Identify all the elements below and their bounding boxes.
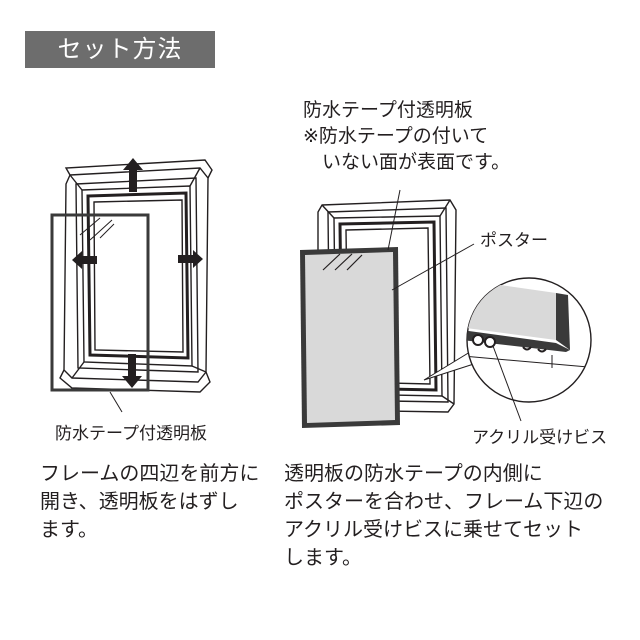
right-instruction-line: アクリル受けビスに乗せてセット	[284, 517, 583, 541]
callout-line: ※防水テープの付いて	[303, 125, 489, 147]
callout-line: いない面が表面です。	[303, 151, 511, 173]
left-callout-line	[109, 391, 123, 413]
magnifier-detail	[466, 277, 592, 403]
screw-label: アクリル受けビス	[472, 428, 608, 448]
arrow-down-icon	[122, 354, 142, 388]
left-instruction-line: 開き、透明板をはずし	[40, 489, 239, 513]
right-instructions: 透明板の防水テープの内側に ポスターを合わせ、フレーム下辺の アクリル受けビスに…	[284, 459, 603, 571]
right-top-callout: 防水テープ付透明板 ※防水テープの付いて いない面が表面です。	[303, 97, 510, 175]
left-instruction-line: ます。	[40, 517, 98, 541]
poster-label: ポスター	[480, 231, 548, 251]
acrylic-callout-line	[387, 189, 401, 251]
poster-callout-line	[391, 243, 475, 291]
right-instruction-line: 透明板の防水テープの内側に	[284, 461, 543, 485]
callout-line: 防水テープ付透明板	[303, 99, 473, 121]
left-acrylic-callout: 防水テープ付透明板	[55, 424, 207, 444]
right-instruction-line: ポスターを合わせ、フレーム下辺の	[284, 489, 604, 513]
left-instruction-line: フレームの四辺を前方に	[40, 461, 260, 485]
left-acrylic-plate	[50, 213, 150, 392]
arrow-up-icon	[123, 158, 143, 192]
arrow-right-icon	[178, 250, 203, 268]
open-arrows	[72, 158, 203, 388]
section-title: セット方法	[25, 31, 215, 68]
left-instructions: フレームの四辺を前方に 開き、透明板をはずし ます。	[40, 459, 259, 543]
left-frame-illustration	[59, 159, 213, 393]
right-poster-plate	[300, 247, 400, 428]
right-instruction-line: します。	[284, 545, 362, 569]
arrow-left-icon	[72, 251, 97, 269]
screw-callout-line	[492, 345, 522, 422]
